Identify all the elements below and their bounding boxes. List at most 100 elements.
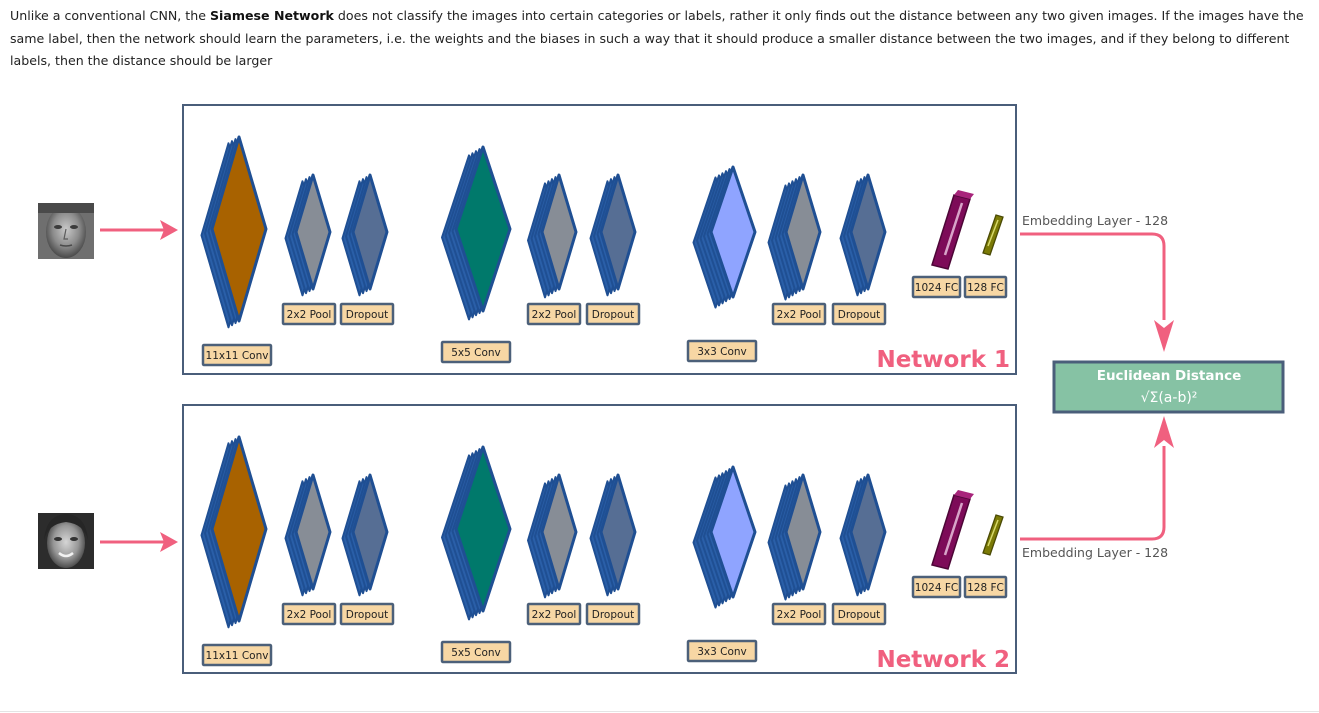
network-2-dropout-2-block (589, 473, 637, 597)
network-1-fc-1024-label: 1024 FC (911, 275, 962, 299)
network-2-dropout-2-label: Dropout (585, 602, 641, 626)
layer-label-box (440, 640, 512, 664)
network-2-fc-128-block (982, 514, 1004, 556)
network-2-conv-3x3-label: 3x3 Conv (686, 639, 758, 663)
embedding-label-1: Embedding Layer - 128 (1022, 213, 1168, 228)
fc-128-highlight (987, 219, 999, 247)
network-1-frame (182, 104, 1017, 375)
layer-label-text: 11x11 Conv (206, 350, 269, 362)
layer-label-box (771, 602, 827, 626)
network-1-conv-11x11-block (200, 135, 268, 329)
network-1-fc-1024-block (931, 190, 974, 270)
network-2-fc-1024-block (931, 490, 974, 570)
layer-label-box (526, 302, 582, 326)
layer-label-text: 128 FC (967, 282, 1004, 294)
layer-label-text: 1024 FC (915, 582, 958, 594)
network-1-title: Network 1 (876, 347, 1010, 373)
layer-diamond-front (294, 173, 332, 291)
bottom-divider (0, 711, 1319, 712)
input-arrow-2 (100, 532, 178, 552)
embedding-arrowhead-1 (1154, 320, 1174, 352)
layer-label-text: Dropout (838, 609, 880, 621)
layer-label-box (585, 302, 641, 326)
network-1-dropout-1-label: Dropout (339, 302, 395, 326)
intro-bold-term: Siamese Network (209, 8, 334, 23)
layer-diamond-front (599, 173, 637, 291)
network-2-pool-2-label: 2x2 Pool (526, 602, 582, 626)
layer-label-text: 2x2 Pool (777, 309, 822, 321)
embedding-connector-1 (1020, 232, 1166, 320)
fc-1024-bar (931, 494, 971, 570)
network-1-dropout-1-block (341, 173, 389, 297)
layer-diamond-front (454, 445, 512, 613)
layer-diamond-front (599, 473, 637, 591)
layer-diamond-front (540, 173, 578, 291)
layer-diamond-front (709, 165, 757, 299)
layer-diamond-front (849, 173, 887, 291)
layer-diamond-front (454, 145, 512, 313)
network-1-dropout-3-label: Dropout (831, 302, 887, 326)
network-1-layers: 11x11 Conv 2x2 Pool Dropout 5x5 Conv 2x2 Poo… (200, 135, 1008, 367)
intro-text-pre: Unlike a conventional CNN, the (10, 8, 210, 23)
input-arrow-1 (100, 220, 178, 240)
network-1-conv-5x5-label: 5x5 Conv (440, 340, 512, 364)
network-2-conv-5x5-block (441, 445, 512, 621)
layer-label-box (339, 302, 395, 326)
network-2-pool-2-block (527, 473, 578, 599)
layer-label-box (339, 602, 395, 626)
network-1-pool-2-label: 2x2 Pool (526, 302, 582, 326)
network-1-conv-3x3-label: 3x3 Conv (686, 339, 758, 363)
embedding-connector-2 (1020, 446, 1166, 541)
network-1-pool-1-label: 2x2 Pool (281, 302, 337, 326)
layer-diamond-front (294, 473, 332, 591)
layer-label-text: 2x2 Pool (532, 309, 577, 321)
layer-diamond-front (540, 473, 578, 591)
network-1-pool-3-block (767, 173, 822, 301)
network-2-frame (182, 404, 1017, 674)
network-2-pool-3-label: 2x2 Pool (771, 602, 827, 626)
network-2-conv-3x3-block (692, 465, 757, 609)
layer-label-text: 5x5 Conv (451, 647, 501, 659)
layer-label-box (911, 275, 962, 299)
layer-label-text: 5x5 Conv (451, 347, 501, 359)
network-1-conv-11x11-label: 11x11 Conv (201, 343, 273, 367)
euclidean-distance-formula: √Σ(a-b)² (1141, 390, 1198, 406)
layer-label-box (831, 302, 887, 326)
network-2-dropout-3-block (839, 473, 887, 597)
network-2-dropout-3-label: Dropout (831, 602, 887, 626)
network-1-pool-3-label: 2x2 Pool (771, 302, 827, 326)
layer-diamond-front (351, 173, 389, 291)
layer-diamond-front (709, 465, 757, 599)
network-1-pool-2-block (527, 173, 578, 299)
network-1-fc-128-label: 128 FC (963, 275, 1008, 299)
network-1-dropout-3-block (839, 173, 887, 297)
layer-label-box (281, 302, 337, 326)
layer-diamond-front (784, 173, 822, 291)
network-1-conv-3x3-block (692, 165, 757, 309)
network-1-conv-5x5-block (441, 145, 512, 321)
network-1-pool-1-block (284, 173, 332, 297)
layer-diamond-front (210, 435, 268, 623)
fc-1024-bar-top (954, 190, 974, 199)
network-1-fc-128-block (982, 214, 1004, 256)
layer-label-text: 2x2 Pool (287, 609, 332, 621)
input-face-image-1 (38, 203, 94, 259)
layer-diamond-front (849, 473, 887, 591)
layer-label-text: Dropout (346, 309, 388, 321)
embedding-label-2: Embedding Layer - 128 (1022, 545, 1168, 560)
fc-1024-highlight (943, 202, 964, 256)
layer-label-text: Dropout (592, 609, 634, 621)
input-face-image-2 (38, 513, 94, 569)
layer-label-box (686, 639, 758, 663)
layer-label-box (963, 575, 1008, 599)
layer-label-text: 2x2 Pool (287, 309, 332, 321)
layer-label-text: 128 FC (967, 582, 1004, 594)
layer-label-text: Dropout (838, 309, 880, 321)
layer-label-box (440, 340, 512, 364)
network-2-pool-3-block (767, 473, 822, 601)
embedding-arrowhead-2 (1154, 416, 1174, 448)
fc-128-highlight (987, 519, 999, 547)
layer-label-box (831, 602, 887, 626)
intro-paragraph: Unlike a conventional CNN, the Siamese N… (10, 5, 1305, 73)
